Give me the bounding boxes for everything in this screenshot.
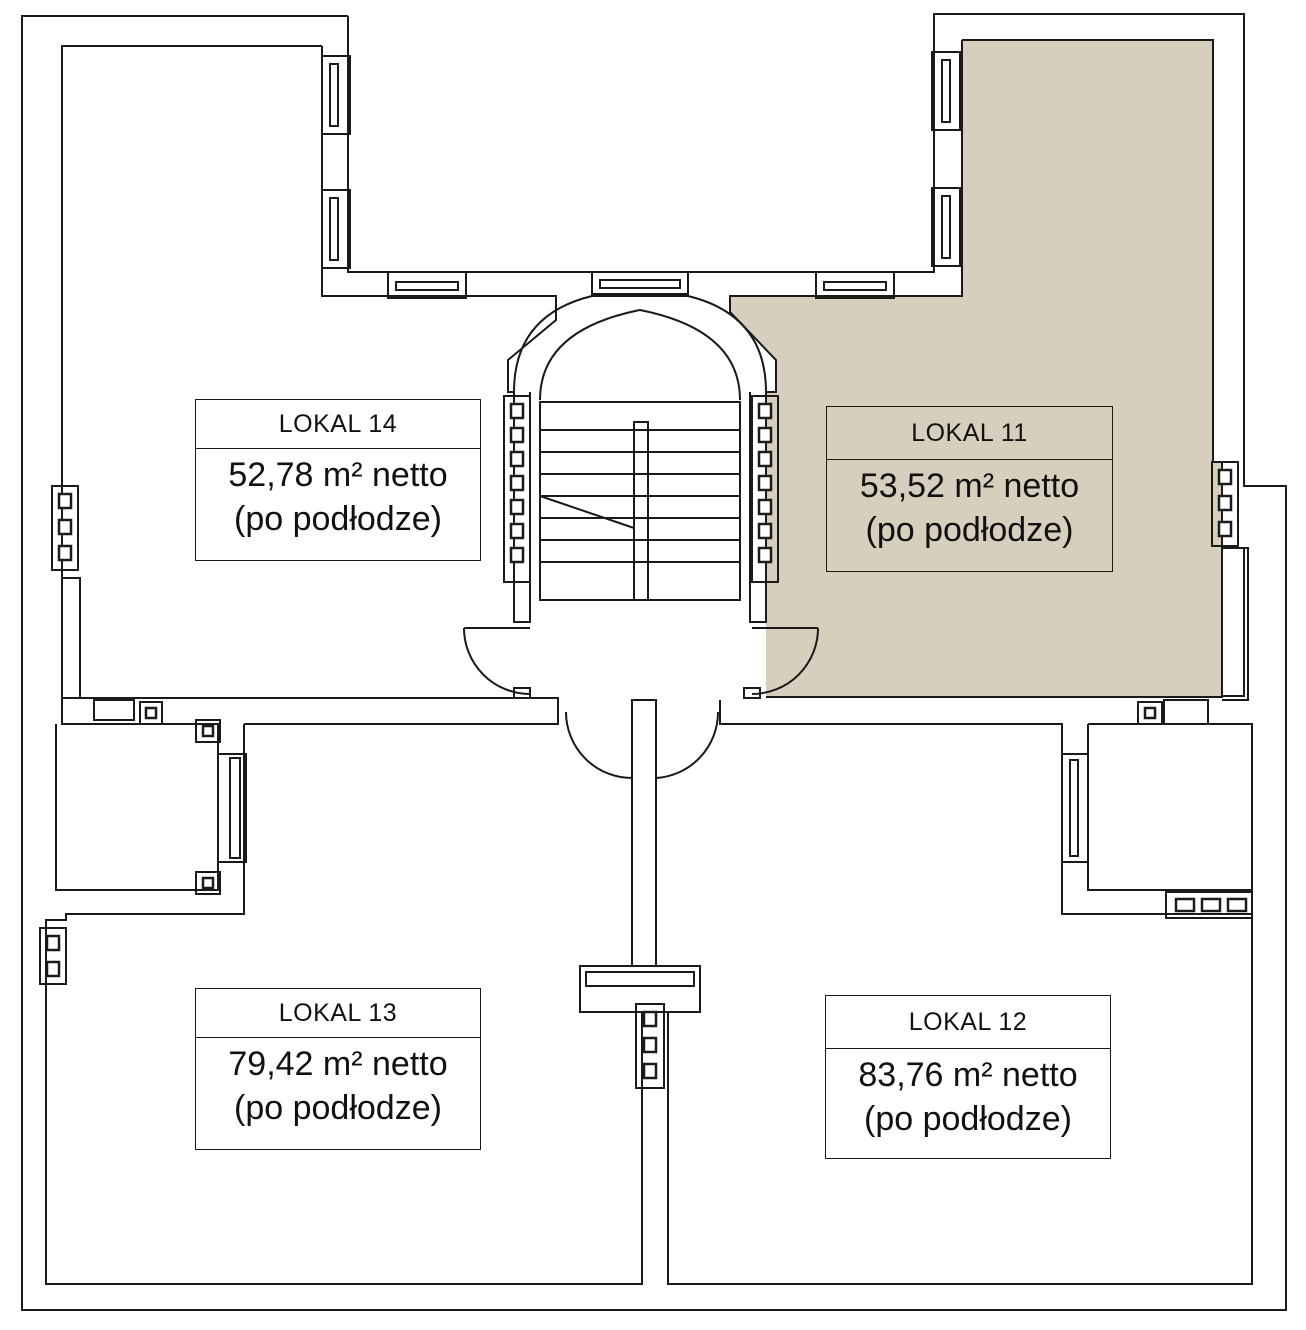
vent-shaft [635,1003,665,1089]
window [61,577,81,699]
window [321,55,351,135]
window [1061,753,1089,863]
unit-area-note: (po podłodze) [865,511,1074,549]
unit-title: LOKAL 12 [826,996,1110,1049]
unit-title: LOKAL 13 [196,989,480,1038]
vent-shaft [51,485,79,571]
unit-label-lokal-11[interactable]: LOKAL 11 53,52 m² netto (po podłodze) [826,406,1113,572]
window [321,189,351,269]
window [1221,547,1245,697]
unit-title: LOKAL 14 [196,400,480,449]
stair-shaft [539,401,741,601]
unit-area: 79,42 m² netto [228,1045,448,1083]
window [815,271,895,299]
unit-title: LOKAL 11 [827,407,1112,460]
window [217,753,247,863]
unit-area-note: (po podłodze) [234,500,442,538]
unit-area: 53,52 m² netto [859,467,1080,505]
unit-area-note: (po podłodze) [864,1100,1072,1138]
door-swing-mid-left [565,711,633,780]
window [1163,699,1209,725]
duct-block [579,965,701,1013]
stair-arch-outer [513,295,767,393]
vent-shaft [1165,891,1253,919]
door-swing-right [751,627,819,695]
vent-shaft [503,395,531,583]
unit-11-wall-left [729,40,963,623]
vent-shaft [39,927,67,985]
unit-label-lokal-12[interactable]: LOKAL 12 83,76 m² netto (po podłodze) [825,995,1111,1159]
unit-area-note: (po podłodze) [234,1089,442,1127]
unit-11-highlight[interactable] [730,40,1222,697]
unit-label-lokal-14[interactable]: LOKAL 14 52,78 m² netto (po podłodze) [195,399,481,561]
door-swing-left [463,627,531,695]
vent-shaft [1211,461,1239,547]
stair-arch [539,308,741,401]
window [931,51,961,131]
outer-wall [21,13,1287,1311]
unit-area: 52,78 m² netto [228,456,448,494]
door-swing-mid-right [655,711,720,780]
central-wall [631,699,657,967]
unit-area: 83,76 m² netto [858,1056,1078,1094]
vent-shaft [751,395,779,583]
unit-14-wall [61,45,559,724]
window [591,271,689,295]
window [93,699,135,721]
unit-label-lokal-13[interactable]: LOKAL 13 79,42 m² netto (po podłodze) [195,988,481,1150]
window [387,271,467,299]
window [931,187,961,267]
unit-14-wall-right [321,46,557,623]
stair-landing [633,421,649,601]
